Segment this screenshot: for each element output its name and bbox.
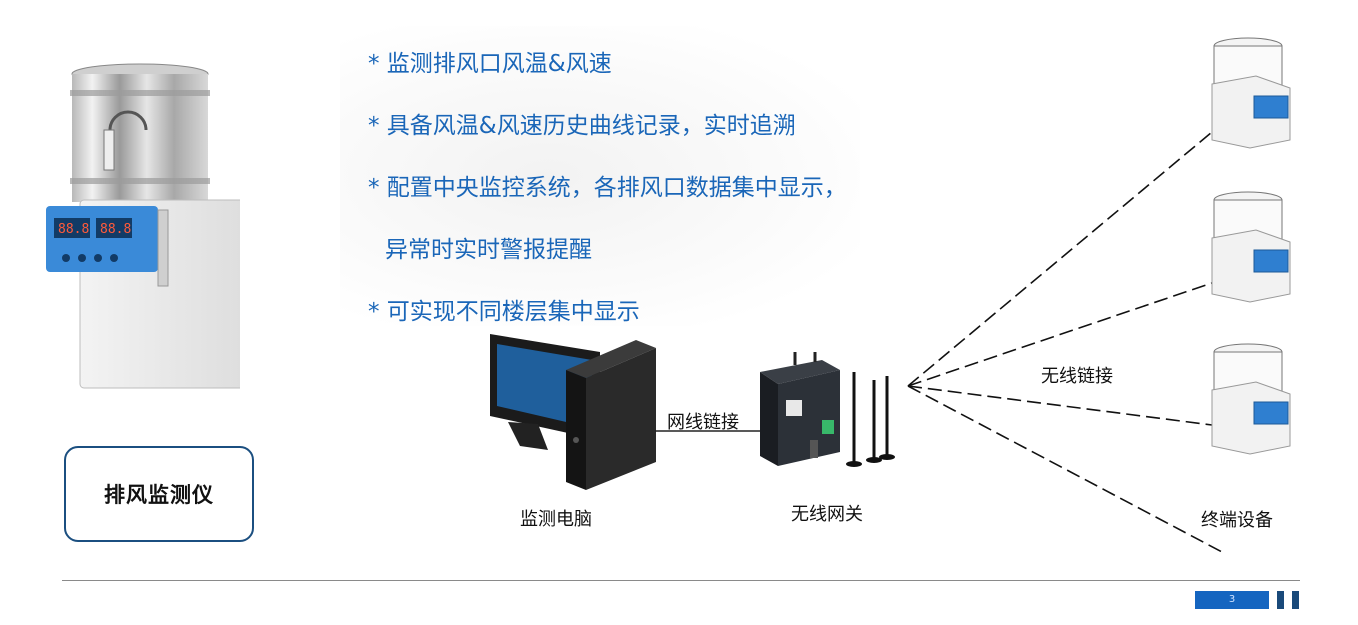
terminal-device-icon [1211,343,1291,455]
feature-list: * 监测排风口风温&风速 * 具备风温&风速历史曲线记录，实时追溯 * 配置中央… [340,26,860,326]
wireless-links [907,131,1223,553]
antenna-icon [846,372,895,467]
page-number: 3 [1195,591,1269,609]
feature-item: * 配置中央监控系统，各排风口数据集中显示， [368,175,847,201]
feature-item: * 可实现不同楼层集中显示 [368,299,640,325]
feature-item-continuation: 异常时实时警报提醒 [385,237,592,263]
wireless-label: 无线链接 [1041,366,1113,387]
svg-text:88.8: 88.8 [100,222,131,237]
pc-label: 监测电脑 [520,509,592,530]
product-label: 排风监测仪 [104,483,214,507]
terminal-device-icon [1211,191,1291,303]
feature-item: * 监测排风口风温&风速 [368,51,612,77]
terminal-label: 终端设备 [1201,510,1273,531]
footer-divider [62,580,1300,581]
feature-item: * 具备风温&风速历史曲线记录，实时追溯 [368,113,796,139]
footer-decor-block [1277,591,1284,609]
pc-tower-icon [566,340,656,490]
terminal-device-icon [1211,37,1291,149]
gateway-icon [760,352,840,466]
exhaust-monitor-device-image: 88.8 88.8 [46,63,240,389]
svg-text:88.8: 88.8 [58,222,89,237]
cable-label: 网线链接 [667,412,739,433]
footer-decor-block [1292,591,1299,609]
gateway-label: 无线网关 [791,504,863,525]
product-label-box: 排风监测仪 [64,446,254,542]
